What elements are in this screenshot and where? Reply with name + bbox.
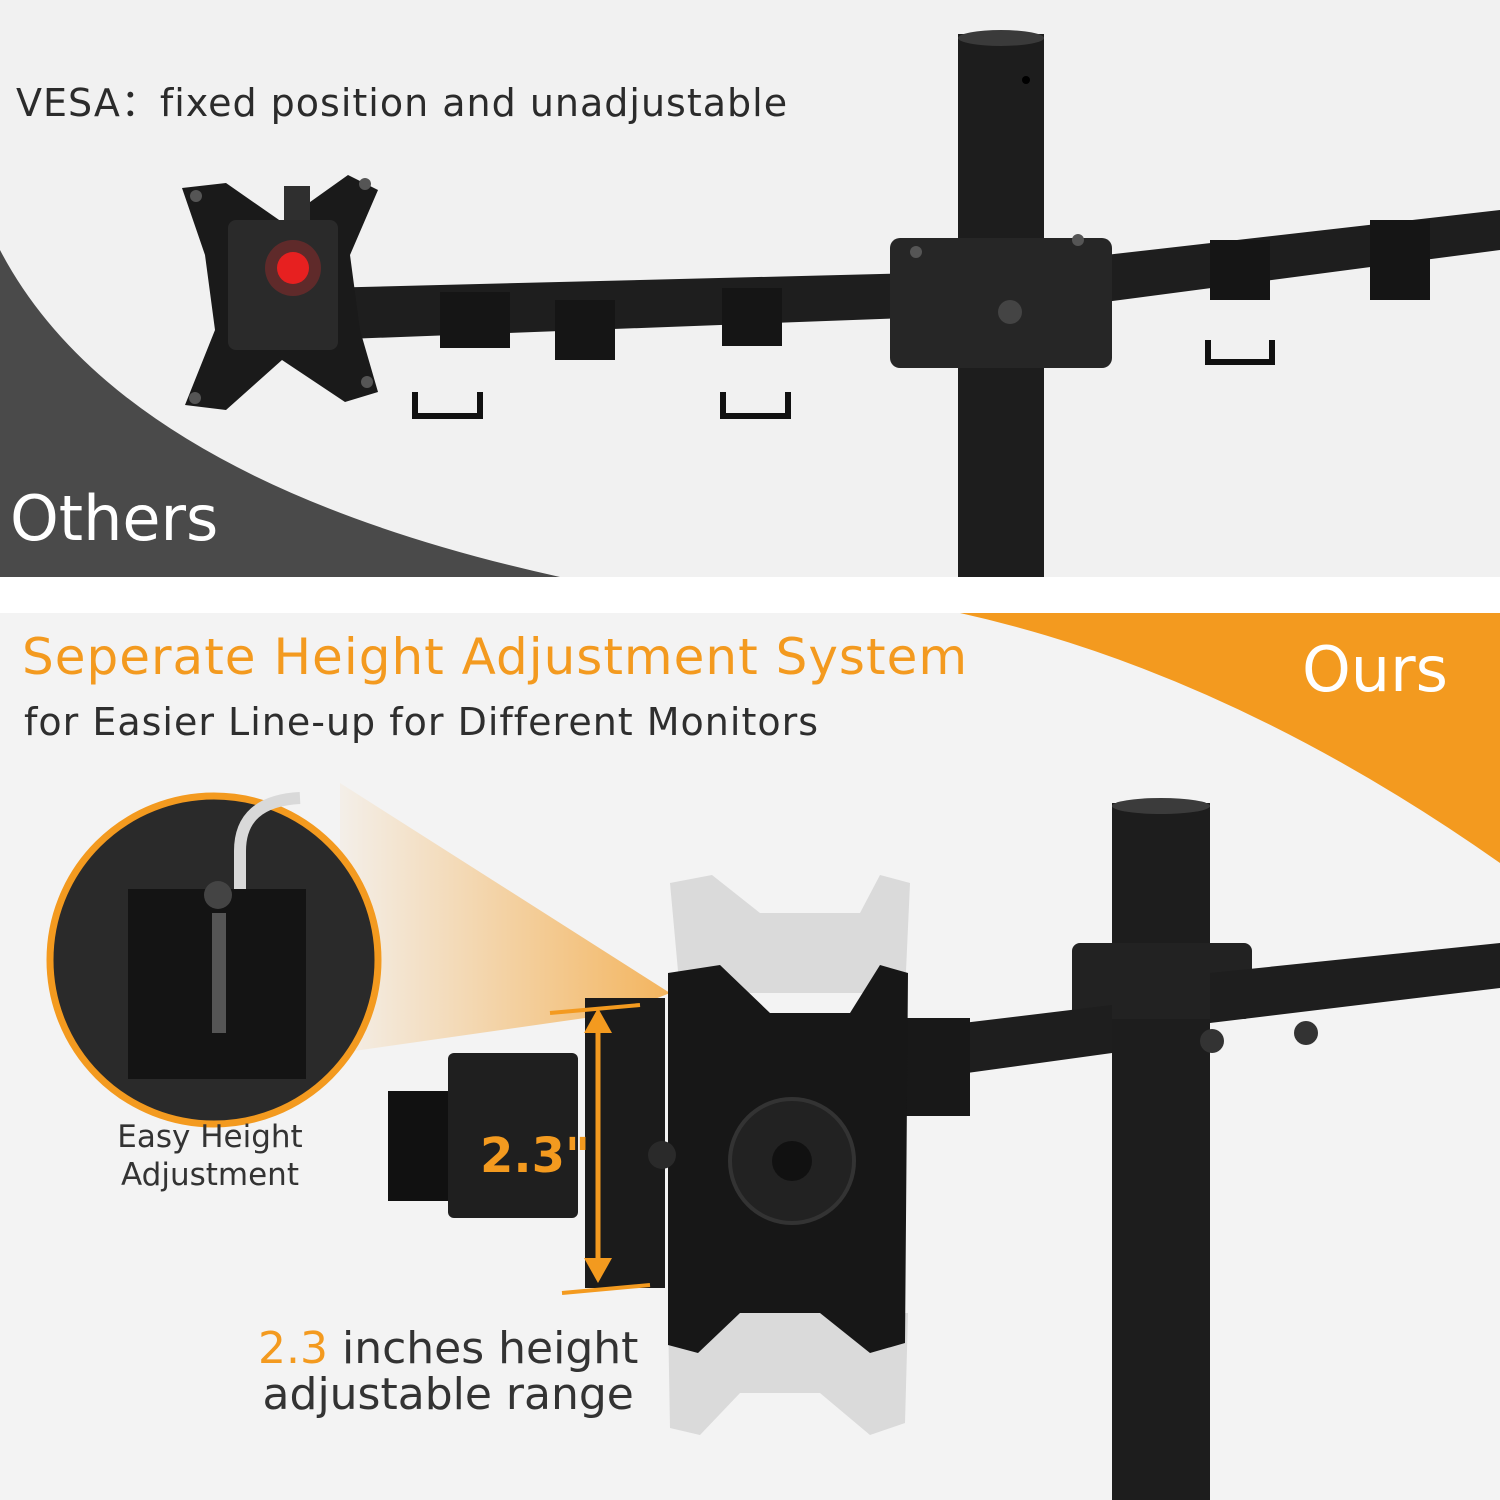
dimension-label: 2.3" xyxy=(480,1128,591,1184)
zoom-caption: Easy Height Adjustment xyxy=(117,1119,303,1193)
vesa-fixed-note: VESA：fixed position and unadjustable xyxy=(16,81,789,125)
orange-swoosh xyxy=(960,613,1500,863)
pole-collar xyxy=(890,238,1112,368)
ghost-plate-bottom xyxy=(668,1313,908,1435)
red-fixed-point xyxy=(277,252,309,284)
ours-mount-illustration xyxy=(46,613,1500,1500)
ghost-plate-top xyxy=(670,875,910,993)
pole-collar xyxy=(1072,943,1252,1019)
right-arm xyxy=(1044,210,1500,310)
left-arm xyxy=(320,272,960,340)
range-number: 2.3 xyxy=(258,1323,328,1374)
others-label: Others xyxy=(10,482,219,555)
ours-label: Ours xyxy=(1302,633,1448,706)
headline: Seperate Height Adjustment System xyxy=(22,628,969,686)
right-arm xyxy=(1210,943,1500,1023)
others-mount-illustration xyxy=(0,30,1500,577)
dark-swoosh xyxy=(0,250,560,577)
pole xyxy=(1112,803,1210,1500)
subheadline: for Easier Line-up for Different Monitor… xyxy=(24,700,820,744)
ours-panel: Ours Seperate Height Adjustment System f… xyxy=(0,613,1500,1500)
range-text-line1: inches height xyxy=(327,1323,639,1374)
range-text-line2: adjustable range xyxy=(262,1369,634,1420)
others-panel: VESA：fixed position and unadjustable Oth… xyxy=(0,0,1500,577)
adjust-knob xyxy=(388,1091,448,1201)
panel-divider xyxy=(0,577,1500,613)
range-caption: 2.3 inches height adjustable range xyxy=(258,1326,638,1418)
zoom-beam xyxy=(340,783,670,1053)
